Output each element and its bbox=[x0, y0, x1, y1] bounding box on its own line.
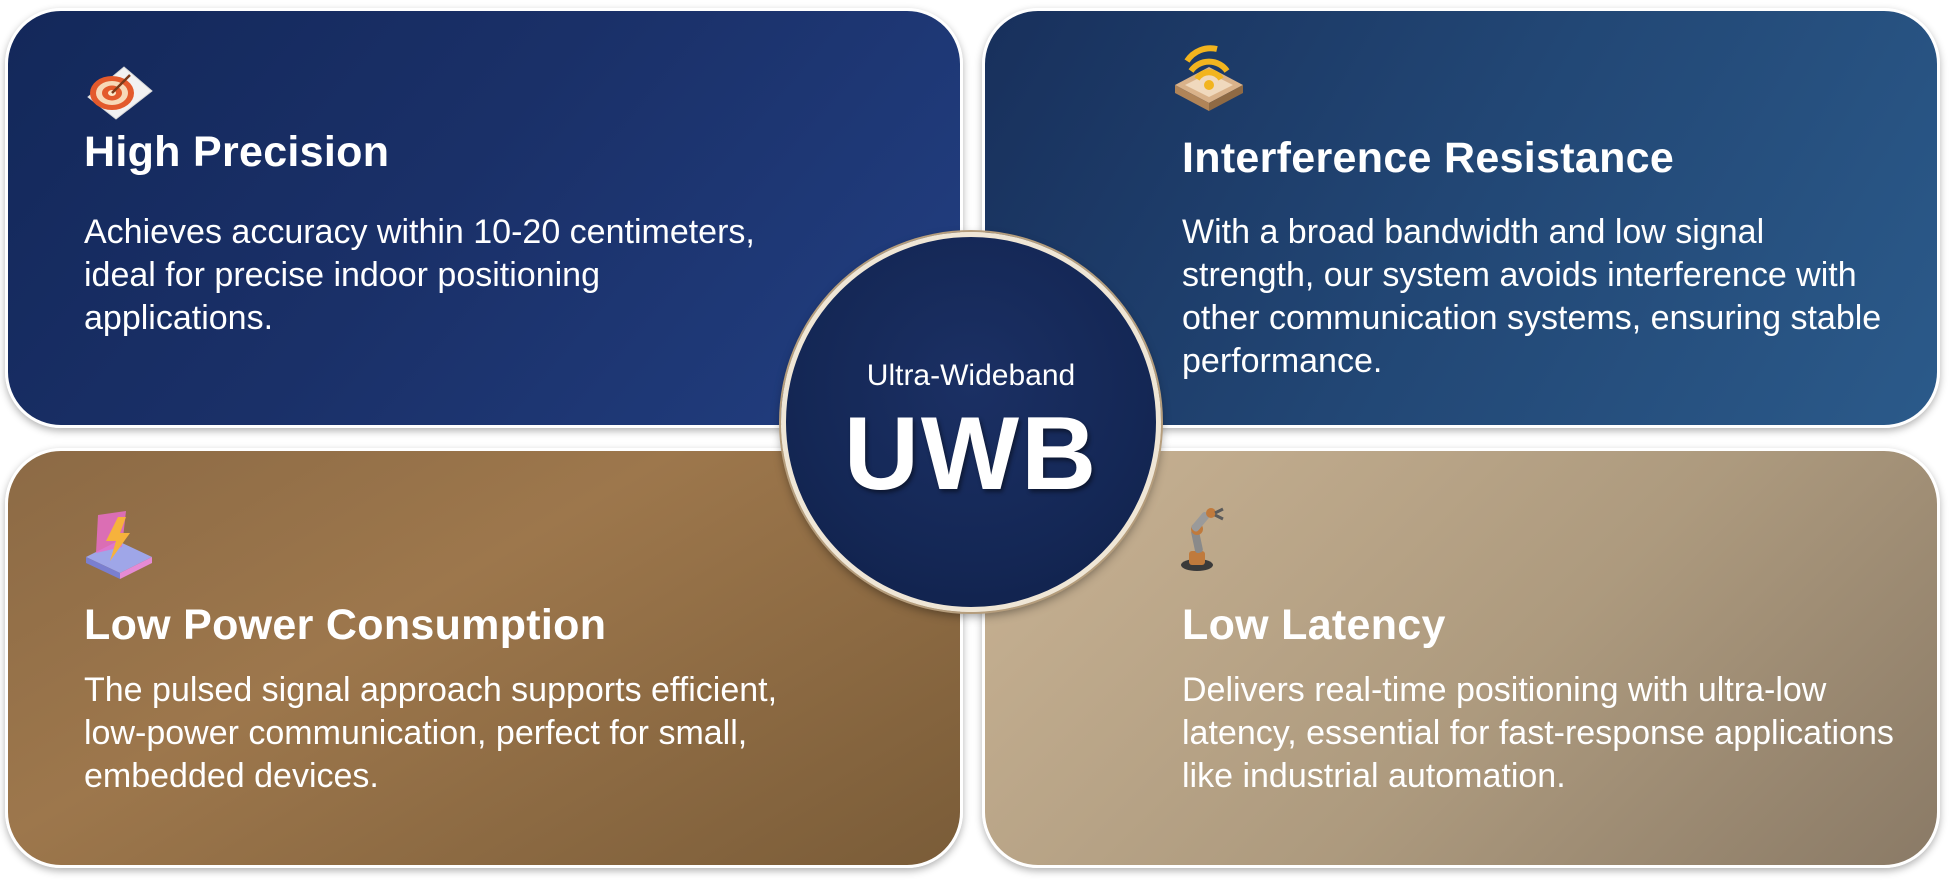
lightning-icon bbox=[86, 511, 152, 579]
center-subtitle: Ultra-Wideband bbox=[866, 359, 1076, 392]
wifi-signal-icon bbox=[1175, 45, 1243, 111]
card-description: With a broad bandwidth and low signal st… bbox=[1182, 213, 1882, 380]
card-title: High Precision bbox=[84, 128, 390, 176]
card-title: Low Latency bbox=[1182, 601, 1446, 649]
card-description: Delivers real-time positioning with ultr… bbox=[1182, 671, 1894, 795]
feature-card-low-power-consumption: Low Power Consumption The pulsed signal … bbox=[5, 448, 963, 868]
feature-card-low-latency: Low Latency Delivers real-time positioni… bbox=[982, 448, 1940, 868]
card-description: Achieves accuracy within 10-20 centimete… bbox=[84, 213, 755, 337]
card-title: Low Power Consumption bbox=[84, 601, 607, 649]
center-title: UWB bbox=[843, 396, 1099, 512]
card-title: Interference Resistance bbox=[1182, 134, 1675, 182]
robotic-arm-icon bbox=[1181, 507, 1224, 571]
uwb-center-badge: Ultra-Wideband UWB bbox=[781, 232, 1161, 612]
target-icon bbox=[87, 66, 153, 120]
feature-card-high-precision: High Precision Achieves accuracy within … bbox=[5, 8, 963, 428]
card-description: The pulsed signal approach supports effi… bbox=[84, 671, 778, 795]
